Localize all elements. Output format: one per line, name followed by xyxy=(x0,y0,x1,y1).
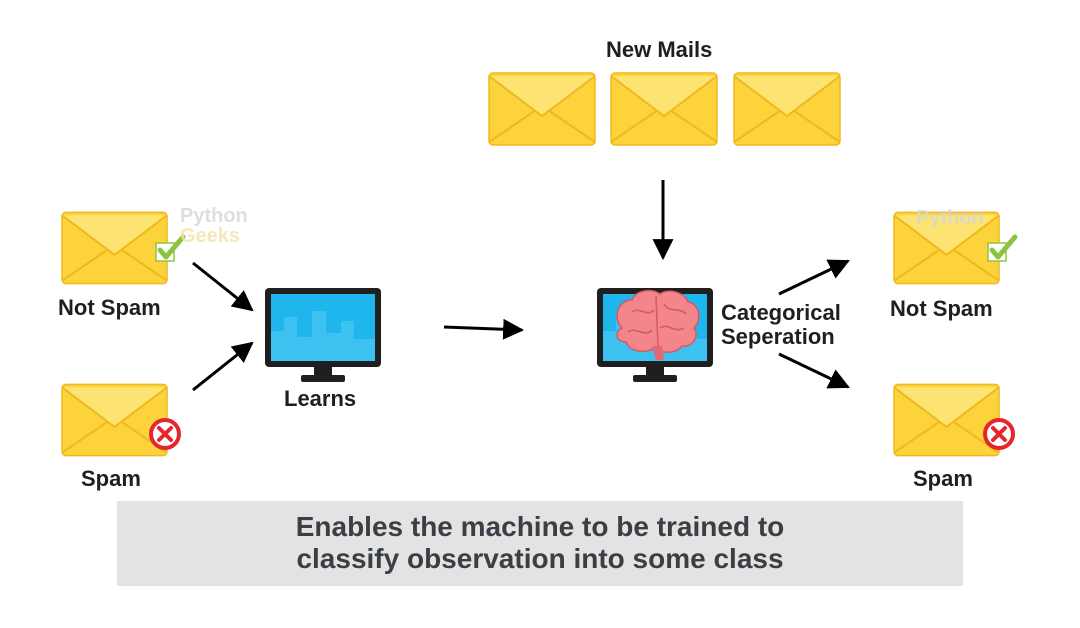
new-mail-envelope-icon-2 xyxy=(610,72,718,146)
arrow-to-not-spam xyxy=(778,259,850,296)
arrow-spam-to-learns xyxy=(192,341,254,392)
watermark-logo: Python Geeks xyxy=(180,205,248,247)
caption-line-1: Enables the machine to be trained to xyxy=(295,511,785,542)
caption-line-2: classify observation into some class xyxy=(296,543,784,574)
arrow-learns-to-classifier xyxy=(443,318,525,340)
learns-label: Learns xyxy=(284,386,357,411)
new-mail-envelope-icon-1 xyxy=(488,72,596,146)
training-not-spam-envelope-icon xyxy=(61,211,168,285)
categorical-label: Categorical xyxy=(721,300,841,325)
result-cross-icon xyxy=(983,418,1015,450)
arrow-not-spam-to-learns xyxy=(192,261,254,312)
training-not-spam-label: Not Spam xyxy=(58,295,161,320)
result-not-spam-label: Not Spam xyxy=(890,296,993,321)
result-spam-label: Spam xyxy=(913,466,973,491)
seperation-label: Seperation xyxy=(721,324,835,349)
learning-monitor-icon xyxy=(265,288,381,382)
caption-box: Enables the machine to be trained to cla… xyxy=(117,501,963,586)
training-spam-label: Spam xyxy=(81,466,141,491)
training-cross-icon xyxy=(149,418,181,450)
arrow-to-spam xyxy=(778,352,850,389)
training-spam-envelope-icon xyxy=(61,383,168,457)
new-mails-label: New Mails xyxy=(606,37,713,62)
watermark-logo: Python xyxy=(916,207,984,229)
new-mail-envelope-icon-3 xyxy=(733,72,841,146)
result-spam-envelope-icon xyxy=(893,383,1000,457)
brain-icon xyxy=(616,289,700,360)
